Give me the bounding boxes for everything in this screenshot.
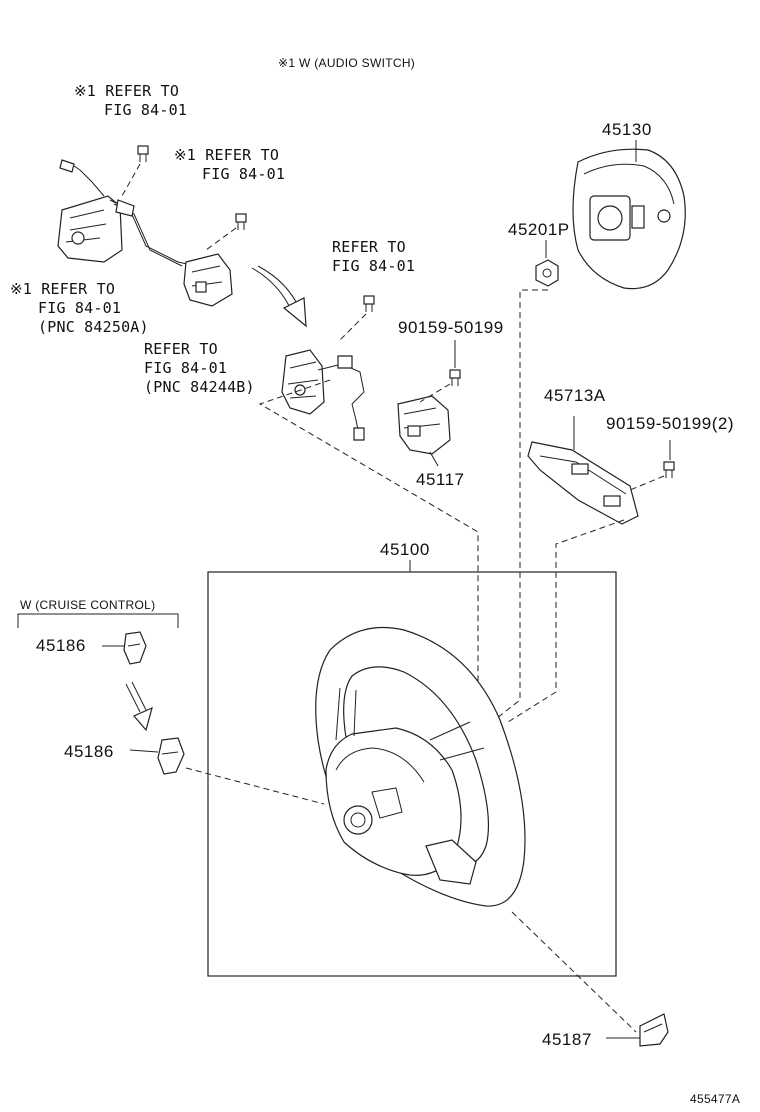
audio-switch-assembly-left [57, 159, 197, 267]
ref-label-1-line1: ※1 REFER TO [74, 82, 180, 100]
screw-90159-a [419, 340, 461, 403]
part-number-90159-50199-2: 90159-50199(2) [606, 414, 734, 433]
screw-ref-3 [339, 295, 375, 341]
part-number-45186-upper: 45186 [36, 636, 86, 655]
audio-switch-note: ※1 W (AUDIO SWITCH) [278, 56, 416, 70]
audio-switch-assembly-center [281, 349, 365, 441]
figure-id: 455477A [690, 1092, 741, 1106]
part-number-45130: 45130 [602, 120, 652, 139]
part-number-45201P: 45201P [508, 220, 570, 239]
steering-wheel-box [207, 560, 617, 977]
airbag-45130 [572, 140, 686, 290]
ref-label-5-line3: (PNC 84244B) [144, 378, 255, 396]
part-number-45186-lower: 45186 [64, 742, 114, 761]
cover-45186-a [102, 631, 147, 665]
switch-45117 [397, 395, 451, 467]
cover-45186-b [129, 737, 185, 775]
ref-label-4-line1: ※1 REFER TO [10, 280, 116, 298]
part-number-45117: 45117 [416, 470, 465, 489]
ref-label-5-line1: REFER TO [144, 340, 218, 358]
ref-label-3-line2: FIG 84-01 [332, 257, 416, 275]
cruise-bracket [17, 613, 179, 628]
part-number-45713A: 45713A [544, 386, 606, 405]
assembly-arrow [251, 265, 307, 328]
ref-label-4-line3: (PNC 84250A) [38, 318, 149, 336]
audio-switch-right-bracket [183, 253, 233, 307]
ref-label-4-line2: FIG 84-01 [38, 299, 122, 317]
cover-45187 [606, 1013, 669, 1047]
part-number-90159-50199: 90159-50199 [398, 318, 504, 337]
part-number-45187: 45187 [542, 1030, 592, 1049]
steering-wheel-45100 [315, 626, 526, 907]
screw-ref-1 [121, 145, 149, 197]
ref-label-2-line2: FIG 84-01 [202, 165, 286, 183]
nut-45201P [535, 240, 559, 287]
screw-90159-b [629, 440, 675, 491]
ref-label-3-line1: REFER TO [332, 238, 406, 256]
ref-label-5-line2: FIG 84-01 [144, 359, 228, 377]
screw-ref-2 [205, 213, 247, 251]
ref-label-2-line1: ※1 REFER TO [174, 146, 280, 164]
cruise-arrow [125, 681, 153, 732]
ref-label-1-line2: FIG 84-01 [104, 101, 188, 119]
cover-45713A [527, 416, 639, 525]
cruise-control-note: W (CRUISE CONTROL) [20, 598, 156, 612]
part-number-45100: 45100 [380, 540, 430, 559]
